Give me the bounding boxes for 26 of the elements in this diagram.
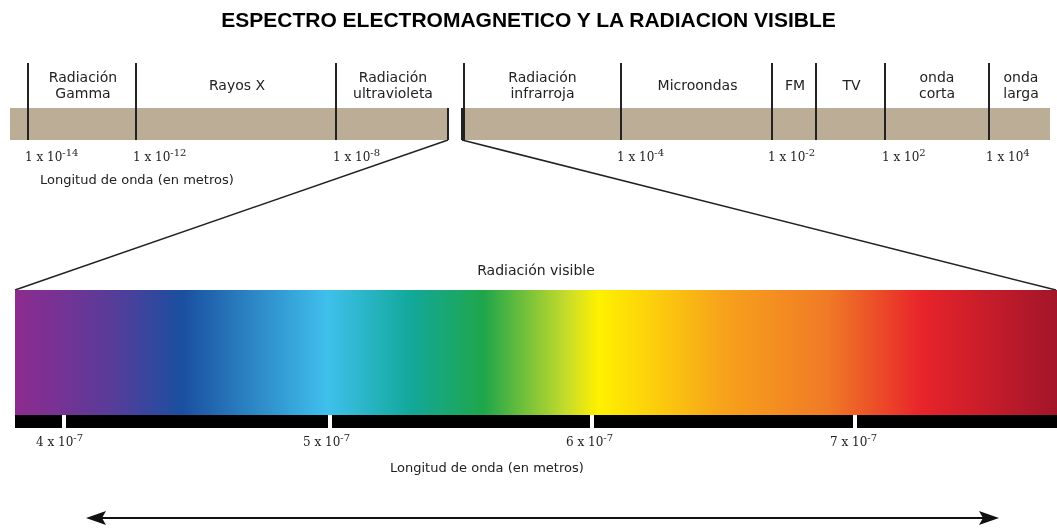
tick-label: 5 x 10$^{-7}$ xyxy=(303,432,351,449)
tick-label: 1 x 10$^{-4}$ xyxy=(617,147,665,164)
segment-label: Microondas xyxy=(656,76,739,95)
segment-label: onda corta xyxy=(917,68,957,103)
tick-label: 1 x 10$^{-8}$ xyxy=(333,147,381,164)
tick-label: 4 x 10$^{-7}$ xyxy=(36,432,84,449)
tick-label: 6 x 10$^{-7}$ xyxy=(566,432,614,449)
segment-label: Radiación infrarroja xyxy=(507,68,578,103)
spectrum-heading: Radiación visible xyxy=(476,262,596,278)
segment-label: Radiación ultravioleta xyxy=(352,68,434,103)
tick-label: 1 x 10$^{4}$ xyxy=(986,147,1030,164)
segment-label: Radiación Gamma xyxy=(47,68,119,103)
axis-label: Longitud de onda (en metros) xyxy=(40,172,234,187)
tick-label: 7 x 10$^{-7}$ xyxy=(830,432,878,449)
zoom-line xyxy=(14,139,449,291)
tick-label: 1 x 10$^{-12}$ xyxy=(133,147,187,164)
segment-label: TV xyxy=(841,76,862,95)
tick-label: 1 x 10$^{-14}$ xyxy=(25,147,79,164)
title: ESPECTRO ELECTROMAGNETICO Y LA RADIACION VISIBLE xyxy=(220,8,837,32)
axis-label: Longitud de onda (en metros) xyxy=(390,460,584,475)
zoom-line xyxy=(461,139,1057,291)
segment-label: Rayos X xyxy=(207,76,267,95)
segment-label: FM xyxy=(783,76,807,95)
tick-label: 1 x 10$^{2}$ xyxy=(882,147,926,164)
tick-label: 1 x 10$^{-2}$ xyxy=(768,147,816,164)
segment-label: onda larga xyxy=(1002,68,1040,103)
